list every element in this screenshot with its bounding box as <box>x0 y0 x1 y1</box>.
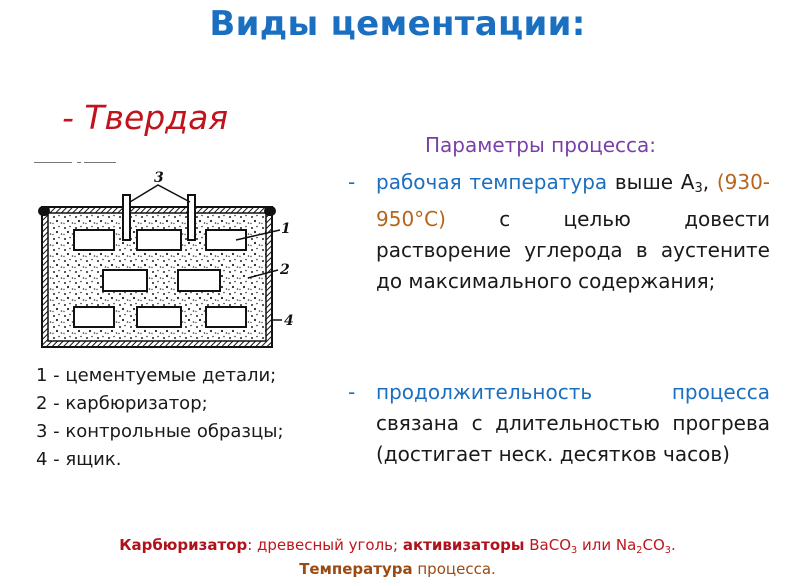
param-text: с целью довести растворение углерода в а… <box>376 207 770 293</box>
legend-item: 4 - ящик. <box>36 449 122 470</box>
footer-line-2: Температура процесса. <box>0 560 795 578</box>
footer-line-1: Карбюризатор: древесный уголь; активизат… <box>0 536 795 556</box>
legend-item: 2 - карбюризатор; <box>36 393 208 414</box>
footer-text: BaCO <box>524 536 572 554</box>
diagram-label-3: 3 <box>154 170 164 186</box>
carburizer-label: Карбюризатор <box>119 536 248 554</box>
bullet-dash: - <box>348 170 356 194</box>
subscript: 3 <box>694 181 703 196</box>
diagram-label-1: 1 <box>281 221 291 237</box>
divider-line <box>84 162 116 163</box>
param-duration: - продолжительность процесса связана с д… <box>348 377 770 470</box>
divider-line <box>77 162 81 163</box>
param-text: связана с длительностью прогрева (достиг… <box>376 411 770 466</box>
diagram-label-2: 2 <box>279 262 290 278</box>
divider-line <box>34 162 72 163</box>
subscript: 3 <box>571 545 578 556</box>
param-text: , <box>702 170 710 194</box>
activators-label: активизаторы <box>402 536 525 554</box>
subscript: 3 <box>664 545 671 556</box>
footer-text: . <box>671 536 676 554</box>
params-title: Параметры процесса: <box>425 133 657 157</box>
temperature-range: (930-950°С) <box>376 170 771 231</box>
param-temperature: - рабочая температура выше А3, (930-950°… <box>348 167 770 297</box>
footer-text: CO <box>642 536 665 554</box>
footer-text: или Na <box>577 536 637 554</box>
diagram-label-4: 4 <box>284 313 294 329</box>
param-highlight: рабочая температура <box>376 170 608 194</box>
subtitle-solid-carburizing: - Твердая <box>62 98 229 137</box>
footer-text: процесса. <box>412 560 496 578</box>
param-text: выше А <box>607 170 695 194</box>
footer-text: : древесный уголь; <box>247 536 403 554</box>
diagram-legend: 1 - цементуемые детали; 2 - карбюризатор… <box>36 362 284 474</box>
carburizing-box-diagram: 3 1 2 4 <box>30 170 305 360</box>
legend-item: 3 - контрольные образцы; <box>36 421 284 442</box>
param-highlight: продолжительность процесса <box>376 380 770 404</box>
subscript: 2 <box>636 545 643 556</box>
temperature-label: Температура <box>299 560 413 578</box>
bullet-dash: - <box>348 380 356 404</box>
slide-title: Виды цементации: <box>209 4 586 44</box>
legend-item: 1 - цементуемые детали; <box>36 365 277 386</box>
